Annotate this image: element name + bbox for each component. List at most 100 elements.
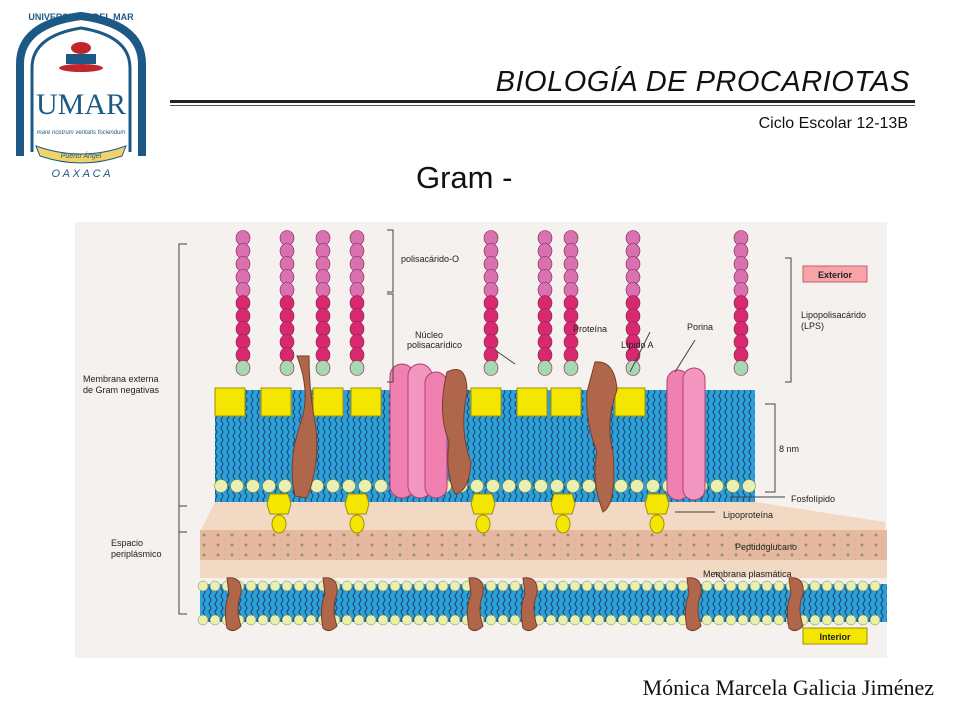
pm-head-top: [401, 580, 413, 592]
plasma-membrane: [200, 584, 887, 622]
phospholipid-head: [726, 479, 740, 493]
phospholipid-head: [486, 479, 500, 493]
pm-head-top: [809, 580, 821, 592]
pm-head-top: [245, 580, 257, 592]
phospholipid-head: [230, 479, 244, 493]
university-logo: UNIVERSIDAD DEL MAR UMAR mare nostrum ve…: [6, 6, 156, 182]
phospholipid-head: [742, 479, 756, 493]
lipoprotein-tail: [555, 514, 571, 534]
pm-head-top: [857, 580, 869, 592]
phospholipid-head: [646, 479, 660, 493]
pm-head-top: [593, 580, 605, 592]
pm-head-bottom: [557, 614, 569, 626]
interior-box: [802, 627, 868, 645]
label-peptidoglucano: Peptidoglucano: [735, 542, 797, 552]
membrane-protein: [520, 577, 538, 632]
sugar-unit: [315, 360, 331, 376]
lipid-a-block: [260, 387, 292, 417]
phospholipid-head: [550, 479, 564, 493]
pm-head-bottom: [857, 614, 869, 626]
pm-head-top: [281, 580, 293, 592]
pm-head-top: [269, 580, 281, 592]
label-lipoproteina: Lipoproteína: [723, 510, 773, 520]
plasma-membrane-proteins: [224, 577, 804, 632]
pm-head-top: [377, 580, 389, 592]
phospholipid-head: [630, 479, 644, 493]
pm-head-top: [365, 580, 377, 592]
pm-head-top: [773, 580, 785, 592]
phospholipid-head: [374, 479, 388, 493]
label-espacio-1: Espacio: [111, 538, 143, 548]
pm-head-bottom: [401, 614, 413, 626]
label-porina: Porina: [687, 322, 713, 332]
periplasm-lower: [200, 560, 887, 578]
pm-head-bottom: [509, 614, 521, 626]
pm-head-bottom: [737, 614, 749, 626]
pm-head-bottom: [341, 614, 353, 626]
logo-monogram: UMAR: [36, 88, 126, 121]
pm-head-bottom: [269, 614, 281, 626]
membrane-protein: [466, 577, 484, 632]
lipoprotein-tail: [649, 514, 665, 534]
pm-head-bottom: [869, 614, 881, 626]
lipid-a-block: [350, 387, 382, 417]
lipid-a-block: [516, 387, 548, 417]
lipoprotein-head: [344, 493, 370, 515]
sugar-unit: [537, 360, 553, 376]
pm-head-bottom: [701, 614, 713, 626]
lipid-a-block: [312, 387, 344, 417]
lipoprotein-tail: [271, 514, 287, 534]
pm-head-top: [749, 580, 761, 592]
pm-head-bottom: [437, 614, 449, 626]
membrane-protein: [786, 577, 804, 632]
pm-head-top: [557, 580, 569, 592]
pm-head-bottom: [569, 614, 581, 626]
label-interior: Interior: [819, 632, 851, 642]
pm-head-top: [641, 580, 653, 592]
pm-head-bottom: [353, 614, 365, 626]
pm-head-top: [725, 580, 737, 592]
pm-head-bottom: [281, 614, 293, 626]
label-lps-1: Lipopolisacárido: [801, 310, 866, 320]
label-polisacarido-o: polisacárido-O: [401, 254, 459, 264]
logo-motto: mare nostrum veritatis fociendum: [37, 130, 126, 136]
lipoprotein-head: [550, 493, 576, 515]
pm-head-bottom: [293, 614, 305, 626]
header-divider-thin: [170, 105, 915, 106]
pm-head-bottom: [725, 614, 737, 626]
pm-head-bottom: [449, 614, 461, 626]
pm-head-bottom: [617, 614, 629, 626]
pm-head-bottom: [605, 614, 617, 626]
phospholipid-head: [470, 479, 484, 493]
label-membrana-ext-2: de Gram negativas: [83, 385, 160, 395]
pm-head-bottom: [377, 614, 389, 626]
pm-head-bottom: [749, 614, 761, 626]
label-nucleo-1: Núcleo: [415, 330, 443, 340]
pm-head-top: [353, 580, 365, 592]
phospholipid-head: [518, 479, 532, 493]
pm-head-bottom: [545, 614, 557, 626]
label-fosfolipido: Fosfolípido: [791, 494, 835, 504]
pm-head-top: [665, 580, 677, 592]
label-lps-2: (LPS): [801, 321, 824, 331]
label-exterior: Exterior: [818, 270, 853, 280]
lipid-a-block: [470, 387, 502, 417]
pm-head-bottom: [245, 614, 257, 626]
pm-head-bottom: [629, 614, 641, 626]
phospholipid-head: [214, 479, 228, 493]
pm-head-top: [617, 580, 629, 592]
phospholipid-head: [614, 479, 628, 493]
pm-head-top: [197, 580, 209, 592]
pm-head-top: [653, 580, 665, 592]
pm-head-top: [545, 580, 557, 592]
pm-head-bottom: [821, 614, 833, 626]
logo-arc-text: UNIVERSIDAD DEL MAR: [28, 12, 134, 22]
pm-head-top: [701, 580, 713, 592]
porin-1: [389, 363, 448, 499]
pm-head-bottom: [845, 614, 857, 626]
pm-head-top: [509, 580, 521, 592]
pm-head-bottom: [413, 614, 425, 626]
pm-head-top: [449, 580, 461, 592]
phospholipid-head: [582, 479, 596, 493]
lipid-a-block: [550, 387, 582, 417]
